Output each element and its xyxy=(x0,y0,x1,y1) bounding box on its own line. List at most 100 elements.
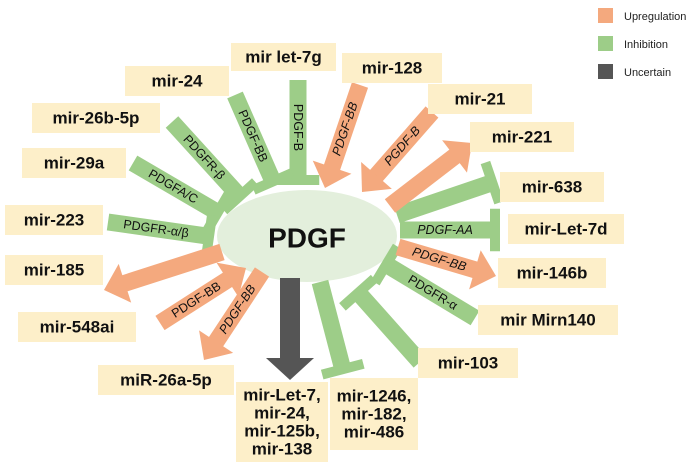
mirna-label: mir-146b xyxy=(517,264,588,283)
inhibition-t-bar-icon xyxy=(371,243,402,286)
arrow-head-icon xyxy=(312,160,352,188)
mirna-label: mir-26b-5p xyxy=(53,109,140,128)
mirna-node: mir-223 xyxy=(5,205,103,235)
arrow-head-icon xyxy=(216,262,246,298)
connector-inhibition xyxy=(339,274,427,368)
mirna-label: mir-Let-7, xyxy=(243,386,320,405)
connector-upregulation xyxy=(155,262,246,331)
mirna-label: mir-548ai xyxy=(40,318,115,337)
mirna-box xyxy=(500,172,604,202)
connector-label: PGDF-B xyxy=(381,124,423,169)
mirna-node: miR-26a-5p xyxy=(98,365,234,395)
mirna-label: mir-21 xyxy=(454,90,505,109)
mirna-label: mir-138 xyxy=(252,440,312,459)
connector-inhibition xyxy=(371,243,480,326)
mirna-box xyxy=(18,312,136,342)
mirna-node: mir-Let-7d xyxy=(508,214,624,244)
mirna-label: mir-486 xyxy=(344,423,404,442)
connector-upregulation xyxy=(395,238,496,290)
mirna-node: mir-26b-5p xyxy=(32,103,160,133)
inhibition-bar xyxy=(400,221,491,239)
mirna-label: mir-Let-7d xyxy=(524,220,607,239)
inhibition-bar xyxy=(165,116,244,200)
connector-upregulation xyxy=(199,267,270,361)
arrow-shaft xyxy=(280,278,300,359)
legend-label-inhibition: Inhibition xyxy=(624,39,668,51)
mirna-label: mir-221 xyxy=(492,128,552,147)
mirna-box xyxy=(22,148,126,178)
connector-upregulation xyxy=(103,243,225,303)
inhibition-bar xyxy=(385,259,480,326)
mirna-box xyxy=(418,348,518,378)
mirna-label: mir-128 xyxy=(362,59,422,78)
mirna-box xyxy=(330,378,418,450)
inhibition-t-bar-icon xyxy=(480,160,504,205)
mirna-node: mir-221 xyxy=(470,122,574,152)
connector-label: PDGF-B xyxy=(291,104,305,151)
inhibition-bar xyxy=(354,290,427,368)
mirna-label: mir-223 xyxy=(24,211,84,230)
mirna-node: mir-21 xyxy=(428,84,532,114)
arrow-shaft xyxy=(384,149,461,213)
arrow-head-icon xyxy=(266,358,314,380)
inhibition-t-bar-icon xyxy=(251,168,295,195)
mirna-box xyxy=(231,43,336,71)
inhibition-t-bar-icon xyxy=(490,208,500,252)
mirna-box xyxy=(5,205,103,235)
mirna-box xyxy=(428,84,532,114)
arrow-shaft xyxy=(395,238,479,279)
mirna-label: mir-29a xyxy=(44,154,105,173)
connector-label: PDGF-AA xyxy=(417,223,473,237)
mirna-label: mir-24, xyxy=(254,404,310,423)
arrow-shaft xyxy=(323,82,369,171)
connector-inhibition xyxy=(394,160,504,224)
legend-label-upregulation: Upregulation xyxy=(624,11,686,23)
mirna-box xyxy=(98,365,234,395)
mirna-node: mir-103 xyxy=(418,348,518,378)
inhibition-bar xyxy=(289,80,307,176)
mirna-node: mir-24 xyxy=(125,66,229,96)
inhibition-t-bar-icon xyxy=(201,214,217,259)
inhibition-t-bar-icon xyxy=(220,178,259,215)
mirna-node: mir-638 xyxy=(500,172,604,202)
mirna-node: mir-548ai xyxy=(18,312,136,342)
inhibition-bar xyxy=(128,155,219,218)
mirna-box xyxy=(470,122,574,152)
center-label: PDGF xyxy=(268,223,346,254)
mirna-node: mir-29a xyxy=(22,148,126,178)
mirna-node: mir let-7g xyxy=(231,43,336,71)
mirna-label: mir-103 xyxy=(438,354,498,373)
arrow-shaft xyxy=(369,106,439,182)
mirna-box xyxy=(508,214,624,244)
arrow-head-icon xyxy=(442,140,472,173)
connector-inhibition xyxy=(227,91,295,195)
mirna-label: mir-638 xyxy=(522,178,582,197)
mirna-node: mir Mirn140 xyxy=(478,305,618,335)
inhibition-bar xyxy=(311,279,350,368)
connector-upregulation xyxy=(361,106,439,192)
legend-swatch-inhibition xyxy=(598,36,613,51)
mirna-label: mir Mirn140 xyxy=(500,311,595,330)
arrow-head-icon xyxy=(361,162,392,192)
mirna-label: mir-24 xyxy=(151,72,203,91)
connector-label: PDGFA/C xyxy=(146,167,200,207)
inhibition-bar xyxy=(106,213,207,245)
mirna-node: mir-128 xyxy=(342,53,442,83)
mirna-label: mir-185 xyxy=(24,261,84,280)
pdgf-center-node xyxy=(217,190,397,282)
mirna-node: mir-185 xyxy=(5,255,103,285)
mirna-node: mir-1246,mir-182,mir-486 xyxy=(330,378,418,450)
mirna-node: mir-146b xyxy=(498,258,606,288)
mirna-box xyxy=(5,255,103,285)
arrow-head-icon xyxy=(199,330,234,361)
arrow-head-icon xyxy=(103,263,132,303)
mirna-box xyxy=(342,53,442,83)
mirna-box xyxy=(236,382,328,462)
connector-inhibition xyxy=(106,213,217,259)
mirna-box xyxy=(125,66,229,96)
connector-inhibition xyxy=(165,116,259,215)
mirna-box xyxy=(498,258,606,288)
mirna-boxes: mir let-7g mir-24 mir-128 mir-26b-5p mir-21 m… xyxy=(5,43,624,462)
